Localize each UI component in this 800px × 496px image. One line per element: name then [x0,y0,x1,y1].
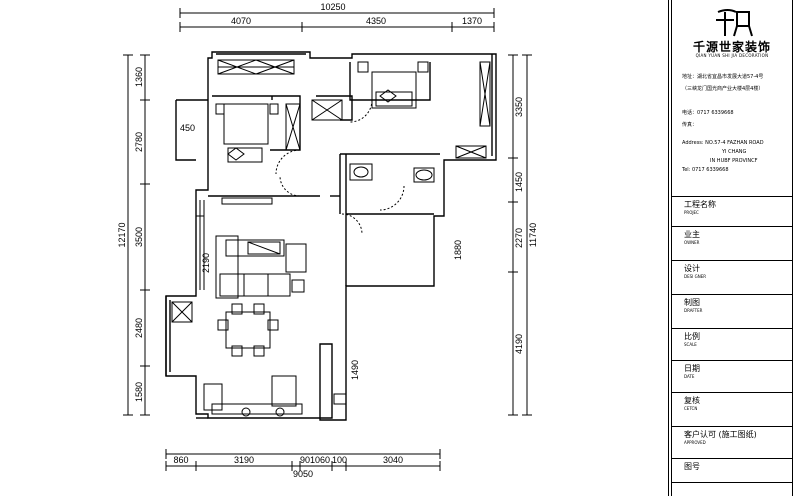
dim-right-total: 11740 [528,223,538,247]
row-drafter: 制图 DRAFTER [672,294,792,325]
dim-right-seg-3: 2270 [514,228,524,248]
dim-left-seg-3: 3500 [134,227,144,247]
row-review: 复核 CETCN [672,392,792,423]
address-en-2: YI CHANG [722,149,747,155]
dim-left-seg-2: 2780 [134,132,144,152]
row-approval: 客户认可 (施工图纸) APPROVED [672,426,792,459]
dim-top-seg-3: 1370 [462,16,482,26]
frame-border-left [668,0,669,496]
fax-cn: 传真： [682,122,698,128]
frame-border-inner [671,0,672,496]
dim-inner-4: 1490 [350,360,360,380]
dim-left-seg-5: 1580 [134,382,144,402]
row-designer: 设计 DESI GNER [672,260,792,291]
dim-bottom-total: 9050 [293,469,313,479]
dim-right-seg-4: 4190 [514,334,524,354]
company-logo [672,6,792,66]
dim-bottom-seg-3: 90 [300,455,310,465]
row-project: 工程名称 PROJEC [672,196,792,227]
dim-bottom-seg-4: 1060 [310,455,330,465]
dim-right-seg-1: 3350 [514,97,524,117]
dim-inner-3: 1880 [453,240,463,260]
frame-border-right [792,0,793,496]
address-en-1: Address: NO.57-4 FAZHAN ROAD [682,140,764,146]
dim-top-total: 10250 [320,2,345,12]
row-owner: 业主 OWNER [672,226,792,257]
dim-bottom-seg-1: 860 [173,455,188,465]
address-cn-2: （三峡龙门国光商产业大楼4层4楼） [682,86,764,92]
company-name-en: QIAN YUAN SHI JIA DECORATION [695,53,769,58]
dim-top-seg-2: 4350 [366,16,386,26]
dim-bottom-seg-2: 3190 [234,455,254,465]
row-bottom-rule [672,482,792,484]
dim-inner-2: 2190 [201,253,211,273]
dim-left-total: 12170 [117,222,127,247]
row-scale: 比例 SCALE [672,328,792,359]
dim-top-seg-1: 4070 [231,16,251,26]
row-drawing-no: 图号 [672,458,792,483]
dim-left-seg-1: 1360 [134,67,144,87]
address-cn-1: 地址：湖北省宜昌市发展大道57-4号 [682,74,764,80]
row-date: 日期 DATE [672,360,792,391]
dim-left-seg-4: 2480 [134,318,144,338]
company-name-cn: 千源世家装饰 [692,40,771,54]
tel-en: Tel: 0717 6339668 [682,167,729,173]
floor-plan: 10250 4070 4350 1370 860 3190 90 1060 10… [117,2,538,479]
dim-right-seg-2: 1450 [514,172,524,192]
logo-mark-icon [716,9,753,37]
dim-bottom-seg-5: 100 [332,455,347,465]
dim-inner-1: 450 [180,123,195,133]
address-en-3: IN HUBF PROVINCF [710,158,758,164]
title-block: 千源世家装饰 QIAN YUAN SHI JIA DECORATION 地址：湖… [672,0,792,496]
phone-cn: 电话：0717 6339668 [682,110,734,116]
dim-bottom-seg-6: 3040 [383,455,403,465]
